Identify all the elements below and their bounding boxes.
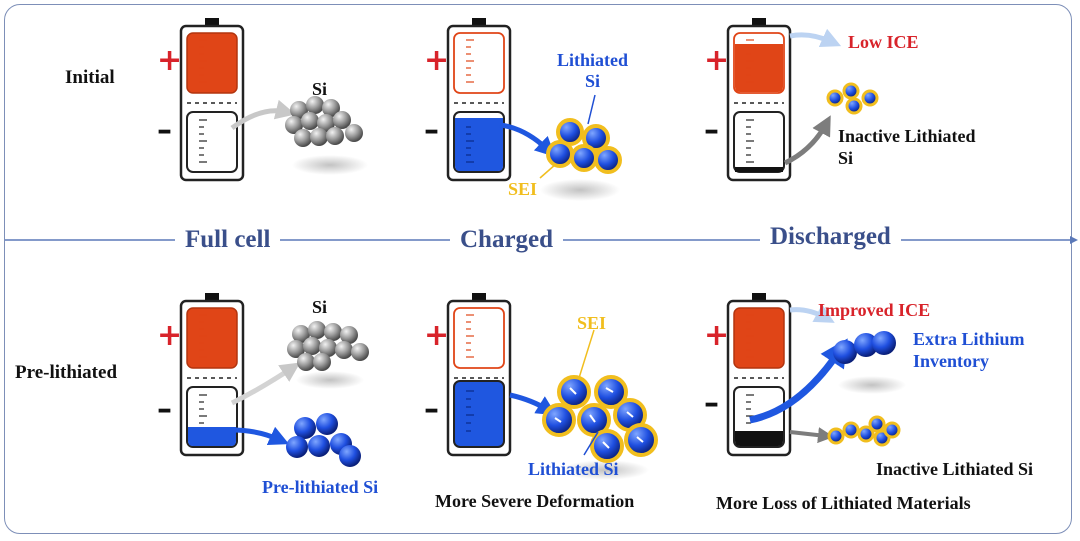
silicon-particle-cluster-icon xyxy=(285,96,363,147)
label-si-top: Si xyxy=(312,79,328,99)
lithiated-silicon-cluster-icon xyxy=(542,375,658,463)
negative-sign: – xyxy=(424,113,439,148)
leader-line xyxy=(578,329,595,379)
label-loss-lithiated: More Loss of Lithiated Materials xyxy=(716,493,971,513)
leader-line xyxy=(587,94,596,125)
extra-lithium-cluster-icon xyxy=(833,331,896,364)
leader-line xyxy=(583,431,599,456)
label-sei-bottom: SEI xyxy=(577,313,607,333)
label-lithiated-si-bottom: Lithiated Si xyxy=(528,459,619,479)
stage-label-charged: Charged xyxy=(450,227,564,252)
label-si-bottom: Si xyxy=(312,297,328,317)
label-lithiated-si-top: Lithiated Si xyxy=(557,50,629,91)
positive-sign: + xyxy=(157,318,183,353)
stage-label-discharged: Discharged xyxy=(760,224,901,249)
silicon-particle-cluster-icon xyxy=(287,321,369,371)
label-extra-lithium: Extra Lithium Inventory xyxy=(913,329,1025,371)
battery-icon xyxy=(446,18,512,182)
arrow-icon xyxy=(509,392,557,416)
prelithiated-silicon-cluster-icon xyxy=(286,413,361,467)
positive-sign: + xyxy=(704,318,730,353)
negative-sign: – xyxy=(704,386,719,421)
negative-sign: – xyxy=(157,392,172,427)
positive-sign: + xyxy=(157,43,183,78)
arrow-icon xyxy=(499,122,556,157)
label-improved-ice: Improved ICE xyxy=(818,300,931,320)
battery-icon xyxy=(446,293,512,457)
arrow-icon xyxy=(789,427,834,444)
label-severe-deformation: More Severe Deformation xyxy=(435,491,635,511)
diagram-frame xyxy=(4,4,1072,534)
label-inactive-lithiated-si-bottom: Inactive Lithiated Si xyxy=(876,459,1034,479)
label-prelithiated-si: Pre-lithiated Si xyxy=(262,477,379,497)
negative-sign: – xyxy=(157,113,172,148)
arrow-icon xyxy=(783,115,831,166)
label-low-ice: Low ICE xyxy=(848,32,919,52)
negative-sign: – xyxy=(704,113,719,148)
arrow-icon xyxy=(749,338,848,424)
arrow-icon xyxy=(230,362,301,406)
row-label-initial: Initial xyxy=(65,67,115,88)
label-sei-top: SEI xyxy=(508,179,538,199)
arrow-icon xyxy=(789,28,842,47)
battery-icon xyxy=(726,18,792,182)
positive-sign: + xyxy=(424,318,450,353)
arrow-icon xyxy=(231,426,290,445)
negative-sign: – xyxy=(424,392,439,427)
battery-icon xyxy=(179,18,245,182)
lithiated-silicon-cluster-icon xyxy=(546,118,622,174)
particle-shadows xyxy=(292,155,906,480)
stage-label-full-cell: Full cell xyxy=(175,227,281,252)
positive-sign: + xyxy=(424,43,450,78)
row-label-prelithiated: Pre-lithiated xyxy=(15,362,118,383)
battery-icon xyxy=(726,293,792,457)
label-inactive-lithiated-si-top: Inactive Lithiated Si xyxy=(838,126,976,168)
arrow-icon xyxy=(789,304,835,323)
battery-icon xyxy=(179,293,245,457)
inactive-lithiated-silicon-icon xyxy=(826,82,879,115)
inactive-lithiated-silicon-icon xyxy=(827,415,901,447)
positive-sign: + xyxy=(704,43,730,78)
arrow-icon xyxy=(230,99,296,131)
leader-line xyxy=(539,163,557,179)
